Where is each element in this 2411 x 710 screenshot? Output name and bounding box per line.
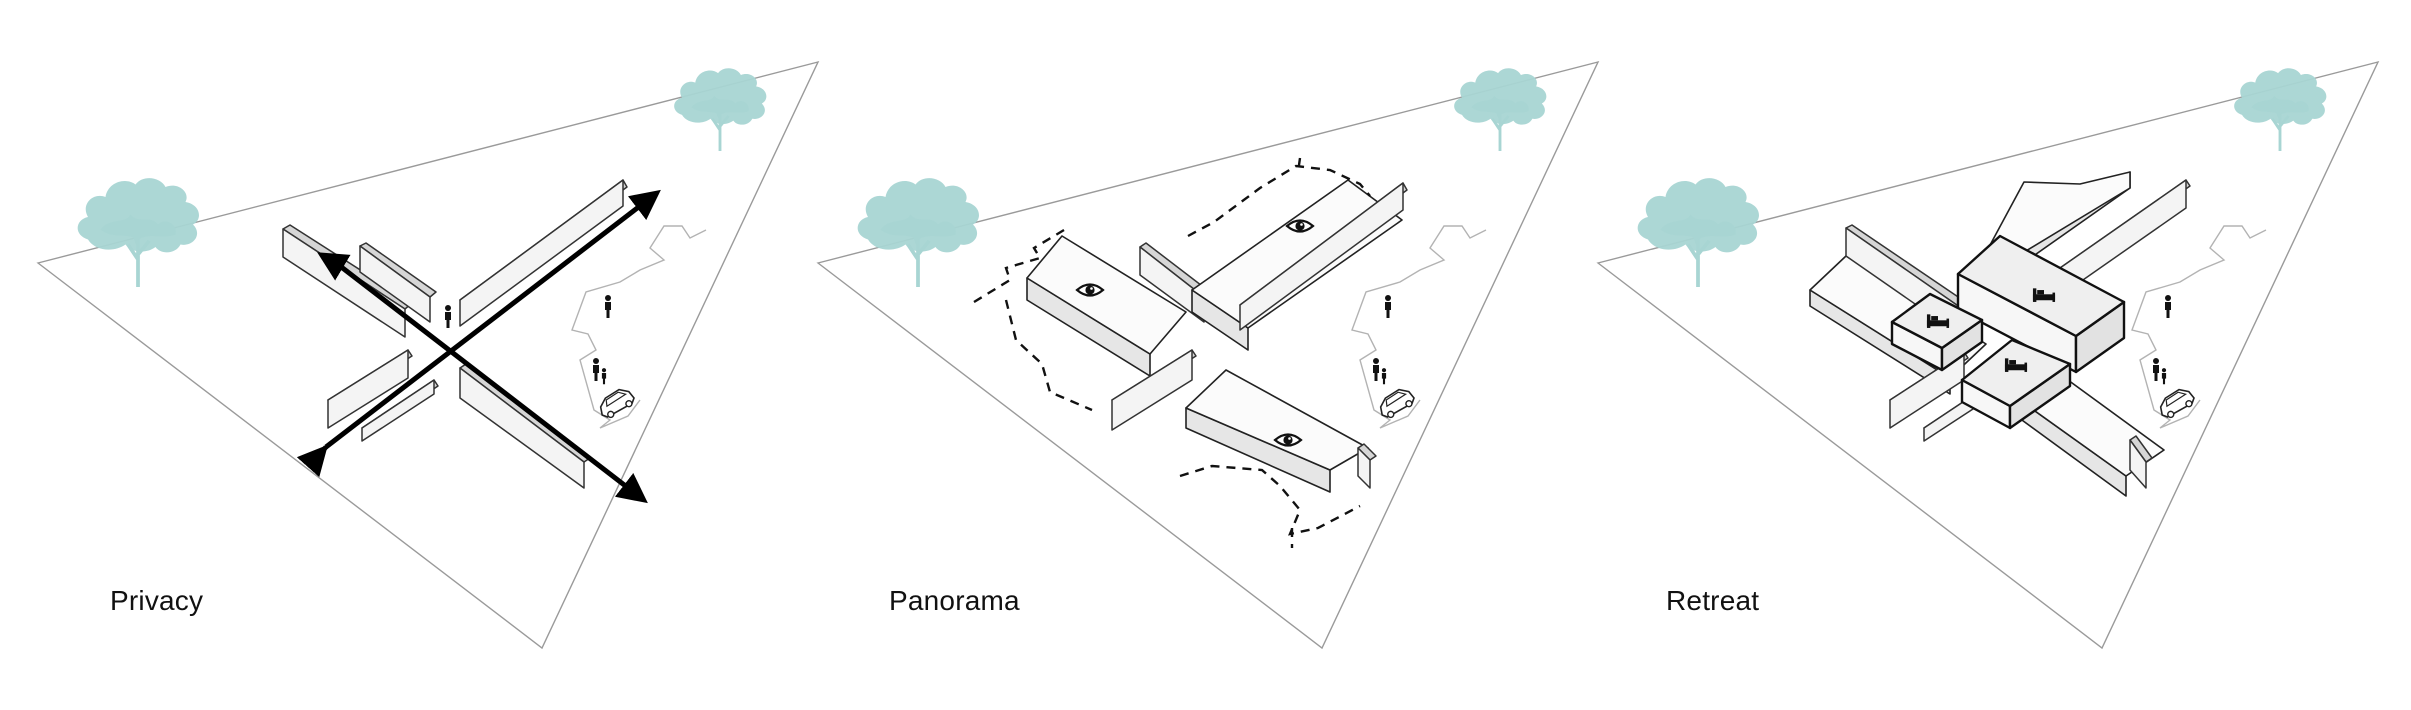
wall-sw (327, 349, 413, 429)
slab-se (1185, 369, 1369, 493)
tree-icon (75, 176, 201, 289)
site-outline (1596, 60, 2380, 650)
tree-icon (672, 66, 768, 153)
wall-ne (1239, 182, 1408, 331)
arrow-icon (338, 264, 648, 504)
panel-panorama (816, 60, 1600, 650)
site-outline (816, 60, 1600, 650)
arrow-icon (324, 189, 661, 449)
person-icon (2161, 368, 2167, 385)
person-icon (445, 305, 451, 328)
wall-sw-inner (361, 379, 439, 442)
wall-nw (1139, 242, 1211, 323)
person-icon (1373, 358, 1379, 381)
access-road (2131, 225, 2267, 429)
retreat-box-large (1956, 234, 2126, 374)
slab-ne (1191, 179, 1403, 351)
wall-ne (459, 179, 628, 327)
arrow-icon (317, 252, 351, 281)
wall-nw-inner (359, 242, 437, 323)
view-path (1179, 464, 1361, 536)
tree-icon (2232, 66, 2328, 153)
person-icon (593, 358, 599, 381)
eye-icon (1075, 283, 1105, 297)
car-icon (2154, 384, 2199, 422)
panel-caption-panorama: Panorama (889, 585, 1020, 616)
view-path (1004, 299, 1093, 412)
person-icon (2165, 295, 2171, 318)
view-path (1296, 157, 1302, 173)
person-icon (1385, 295, 1391, 318)
retreat-box-center (1960, 338, 2072, 430)
eye-icon (1273, 433, 1303, 447)
panel-retreat (1596, 60, 2380, 650)
wall-se (1357, 443, 1377, 489)
view-path (1187, 164, 1371, 238)
car-icon (594, 384, 639, 422)
car-icon (1374, 384, 1419, 422)
tree-icon (1452, 66, 1548, 153)
access-road (1351, 225, 1487, 429)
panel-privacy (36, 60, 820, 650)
access-road (571, 225, 707, 429)
site-outline (36, 60, 820, 650)
wall-sw (1111, 349, 1197, 431)
wall-se (2129, 435, 2153, 489)
tree-icon (1635, 176, 1761, 289)
arrow-icon (296, 444, 328, 478)
person-icon (605, 295, 611, 318)
tree-icon (855, 176, 981, 289)
eye-icon (1285, 219, 1315, 233)
person-icon (1381, 368, 1387, 385)
wall-se (459, 363, 591, 489)
panel-caption-privacy: Privacy (110, 585, 204, 616)
person-icon (2153, 358, 2159, 381)
person-icon (601, 368, 607, 385)
panel-caption-retreat: Retreat (1666, 585, 1760, 616)
view-path (973, 228, 1065, 304)
